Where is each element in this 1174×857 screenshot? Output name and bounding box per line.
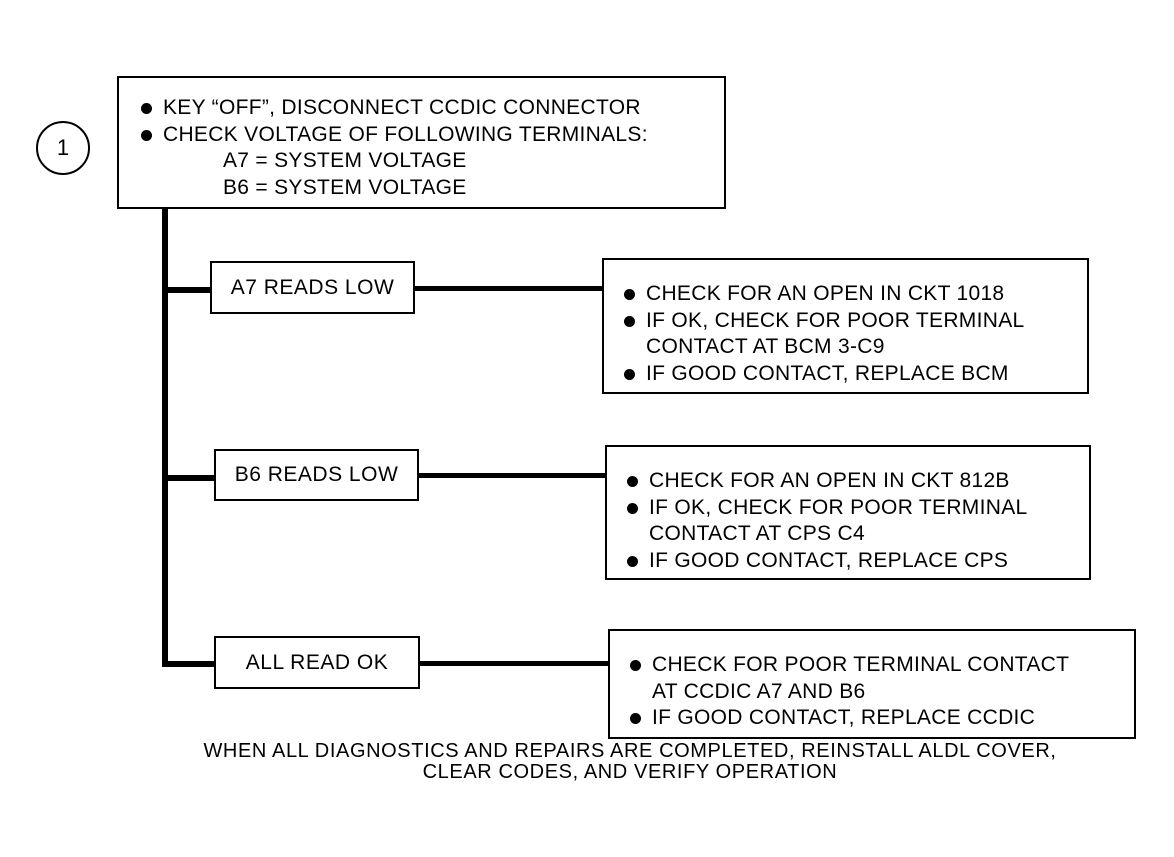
bullet-icon	[630, 660, 641, 671]
branch-connector-b6	[162, 475, 216, 481]
action-line: IF OK, CHECK FOR POOR TERMINAL	[620, 308, 1087, 335]
action-line: CHECK FOR AN OPEN IN CKT 812B	[623, 468, 1089, 495]
bullet-icon	[627, 555, 638, 567]
action-line: CONTACT AT BCM 3-C9	[646, 335, 885, 358]
action-line: IF OK, CHECK FOR POOR TERMINAL	[623, 495, 1089, 522]
step-number-circle: 1	[36, 121, 90, 175]
step-number: 1	[56, 135, 70, 160]
bullet-icon	[141, 103, 152, 114]
bullet-icon	[630, 713, 641, 724]
footer-note-line-1: WHEN ALL DIAGNOSTICS AND REPAIRS ARE COM…	[203, 740, 1057, 762]
bullet-icon	[624, 368, 635, 380]
instruction-line: B6 = SYSTEM VOLTAGE	[223, 175, 467, 199]
bullet-icon	[627, 502, 638, 514]
action-line: IF GOOD CONTACT, REPLACE CPS	[623, 548, 1089, 575]
action-box-a7: CHECK FOR AN OPEN IN CKT 1018 IF OK, CHE…	[602, 258, 1089, 394]
instruction-line: A7 = SYSTEM VOLTAGE	[223, 149, 467, 172]
action-connector-all-ok	[419, 661, 609, 666]
bullet-icon	[624, 315, 635, 327]
condition-label: ALL READ OK	[245, 651, 389, 674]
action-line: CHECK FOR AN OPEN IN CKT 1018	[620, 281, 1087, 308]
bullet-icon	[627, 476, 638, 487]
trunk-line	[162, 207, 168, 667]
action-connector-a7	[414, 286, 602, 291]
action-box-b6: CHECK FOR AN OPEN IN CKT 812B IF OK, CHE…	[605, 445, 1091, 580]
action-connector-b6	[417, 473, 607, 478]
instruction-line: CHECK VOLTAGE OF FOLLOWING TERMINALS:	[137, 122, 724, 149]
condition-label: B6 READS LOW	[234, 463, 399, 486]
action-line: CONTACT AT CPS C4	[649, 522, 865, 545]
action-line: IF GOOD CONTACT, REPLACE BCM	[620, 361, 1087, 388]
condition-label: A7 READS LOW	[230, 276, 395, 299]
action-line: IF GOOD CONTACT, REPLACE CCDIC	[626, 705, 1134, 732]
main-instruction-box: KEY “OFF”, DISCONNECT CCDIC CONNECTOR CH…	[117, 76, 726, 209]
condition-box-a7: A7 READS LOW	[210, 261, 415, 314]
branch-connector-all-ok	[162, 661, 216, 667]
bullet-icon	[141, 129, 152, 141]
branch-connector-a7	[162, 287, 212, 293]
action-box-all-ok: CHECK FOR POOR TERMINAL CONTACT AT CCDIC…	[608, 629, 1136, 739]
action-line: AT CCDIC A7 AND B6	[652, 679, 866, 703]
instruction-line: KEY “OFF”, DISCONNECT CCDIC CONNECTOR	[137, 95, 724, 122]
footer-note-line-2: CLEAR CODES, AND VERIFY OPERATION	[422, 761, 838, 783]
action-line: CHECK FOR POOR TERMINAL CONTACT	[626, 652, 1134, 679]
bullet-icon	[624, 289, 635, 300]
condition-box-all-ok: ALL READ OK	[214, 636, 420, 689]
condition-box-b6: B6 READS LOW	[214, 449, 419, 501]
